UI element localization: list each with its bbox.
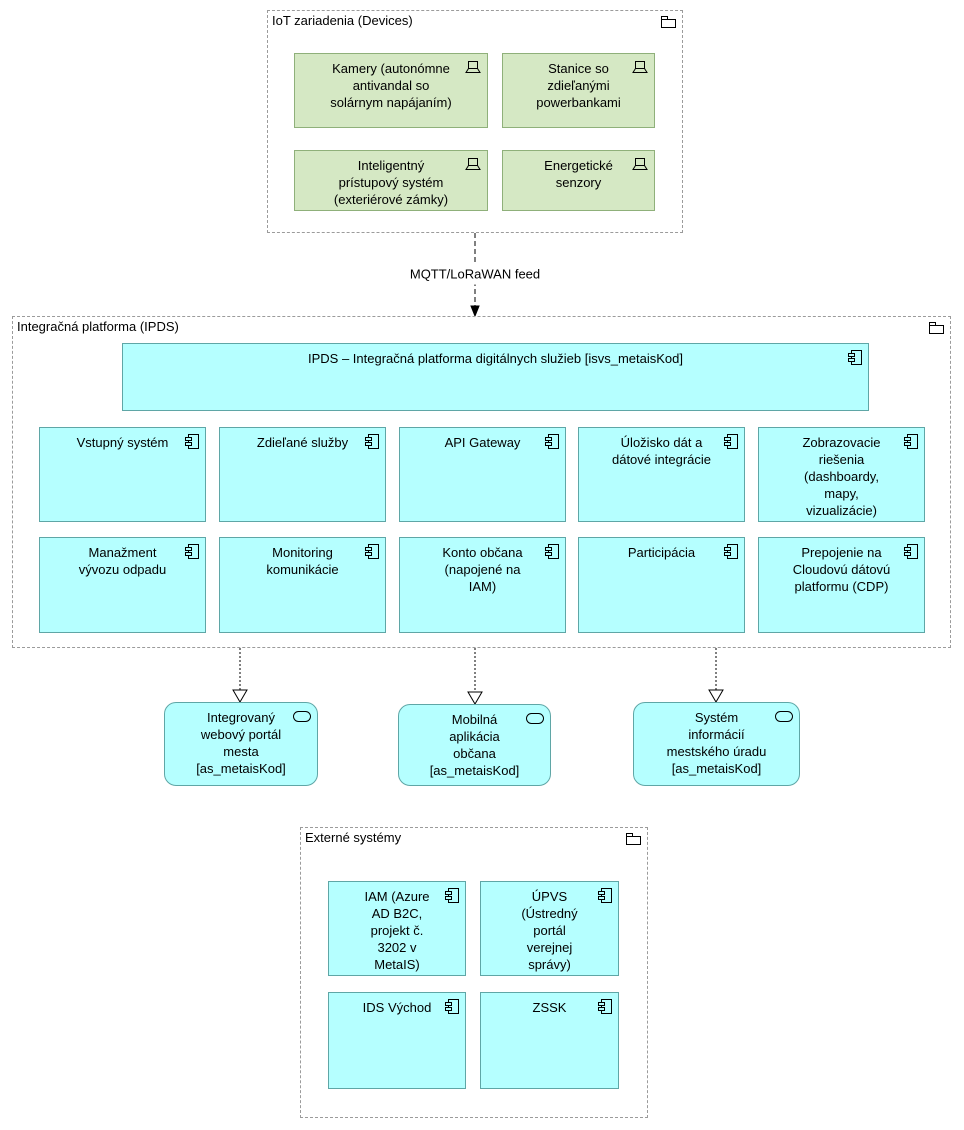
- folder-icon: [626, 833, 641, 845]
- component-zssk: ZSSK: [480, 992, 619, 1089]
- flow-label-mqtt: MQTT/LoRaWAN feed: [406, 263, 544, 285]
- device-icon: [632, 60, 648, 74]
- component-label: Konto občana (napojené na IAM): [442, 545, 523, 594]
- component-icon: [445, 888, 459, 903]
- component-ipds-platform: IPDS – Integračná platforma digitálnych …: [122, 343, 869, 411]
- component-waste-management: Manažment vývozu odpadu: [39, 537, 206, 633]
- service-icon: [293, 711, 311, 722]
- service-mobile-app: Mobilná aplikácia občana [as_metaisKod]: [398, 704, 551, 786]
- service-label: Systém informácií mestského úradu [as_me…: [666, 710, 767, 776]
- component-label: IDS Východ: [362, 1000, 432, 1015]
- component-label: ÚPVS (Ústredný portál verejnej správy): [521, 889, 578, 972]
- component-label: Prepojenie na Cloudovú dátovú platformu …: [792, 545, 891, 594]
- component-label: IAM (Azure AD B2C, projekt č. 3202 v Met…: [364, 889, 430, 972]
- component-label: Monitoring komunikácie: [266, 545, 339, 577]
- device-energy-sensors: Energetické senzory: [502, 150, 655, 211]
- service-label: Mobilná aplikácia občana [as_metaisKod]: [429, 712, 520, 778]
- component-visualization: Zobrazovacie riešenia (dashboardy, mapy,…: [758, 427, 925, 522]
- realization-arrowhead-portal: [232, 689, 248, 703]
- component-icon: [598, 888, 612, 903]
- component-cdp-connector: Prepojenie na Cloudovú dátovú platformu …: [758, 537, 925, 633]
- component-label: Manažment vývozu odpadu: [78, 545, 167, 577]
- folder-icon: [661, 16, 676, 28]
- component-icon: [365, 434, 379, 449]
- component-icon: [904, 544, 918, 559]
- component-participation: Participácia: [578, 537, 745, 633]
- component-label: Participácia: [627, 545, 696, 560]
- device-label: Kamery (autonómne antivandal so solárnym…: [330, 61, 452, 110]
- device-powerbank-stations: Stanice so zdieľanými powerbankami: [502, 53, 655, 128]
- component-icon: [724, 544, 738, 559]
- service-label: Integrovaný webový portál mesta [as_meta…: [196, 710, 286, 776]
- component-icon: [724, 434, 738, 449]
- component-icon: [598, 999, 612, 1014]
- service-office-information-system: Systém informácií mestského úradu [as_me…: [633, 702, 800, 786]
- device-label: Energetické senzory: [544, 158, 613, 190]
- group-external-systems: Externé systémy IAM (Azure AD B2C, proje…: [300, 827, 648, 1118]
- component-icon: [848, 350, 862, 365]
- component-upvs: ÚPVS (Ústredný portál verejnej správy): [480, 881, 619, 976]
- device-label: Stanice so zdieľanými powerbankami: [536, 61, 621, 110]
- realization-arrowhead-mobile-app: [467, 691, 483, 705]
- component-data-storage: Úložisko dát a dátové integrácie: [578, 427, 745, 522]
- device-icon: [465, 60, 481, 74]
- component-input-system: Vstupný systém: [39, 427, 206, 522]
- group-title: IoT zariadenia (Devices): [272, 13, 413, 28]
- component-label: Zobrazovacie riešenia (dashboardy, mapy,…: [802, 435, 881, 518]
- component-ids-vychod: IDS Východ: [328, 992, 466, 1089]
- device-icon: [632, 157, 648, 171]
- device-access-system: Inteligentný prístupový systém (exteriér…: [294, 150, 488, 211]
- group-ipds: Integračná platforma (IPDS) IPDS – Integ…: [12, 316, 951, 648]
- component-icon: [904, 434, 918, 449]
- component-iam: IAM (Azure AD B2C, projekt č. 3202 v Met…: [328, 881, 466, 976]
- component-label: ZSSK: [532, 1000, 567, 1015]
- device-cameras: Kamery (autonómne antivandal so solárnym…: [294, 53, 488, 128]
- component-label: Úložisko dát a dátové integrácie: [611, 435, 711, 467]
- component-icon: [185, 434, 199, 449]
- component-label: Vstupný systém: [76, 435, 169, 450]
- component-label: API Gateway: [444, 435, 521, 450]
- device-label: Inteligentný prístupový systém (exteriér…: [333, 158, 449, 207]
- device-icon: [465, 157, 481, 171]
- group-title: Externé systémy: [305, 830, 402, 845]
- folder-icon: [929, 322, 944, 334]
- component-communication-monitoring: Monitoring komunikácie: [219, 537, 386, 633]
- component-icon: [365, 544, 379, 559]
- flow-arrowhead-mqtt: [470, 305, 480, 318]
- component-api-gateway: API Gateway: [399, 427, 566, 522]
- group-iot-devices: IoT zariadenia (Devices) Kamery (autonóm…: [267, 10, 683, 233]
- component-citizen-account: Konto občana (napojené na IAM): [399, 537, 566, 633]
- component-label: IPDS – Integračná platforma digitálnych …: [307, 351, 684, 366]
- component-label: Zdieľané služby: [256, 435, 349, 450]
- component-icon: [545, 544, 559, 559]
- component-icon: [185, 544, 199, 559]
- group-title: Integračná platforma (IPDS): [17, 319, 179, 334]
- service-web-portal: Integrovaný webový portál mesta [as_meta…: [164, 702, 318, 786]
- realization-arrowhead-office-system: [708, 689, 724, 703]
- service-icon: [775, 711, 793, 722]
- component-icon: [445, 999, 459, 1014]
- component-icon: [545, 434, 559, 449]
- service-icon: [526, 713, 544, 724]
- component-shared-services: Zdieľané služby: [219, 427, 386, 522]
